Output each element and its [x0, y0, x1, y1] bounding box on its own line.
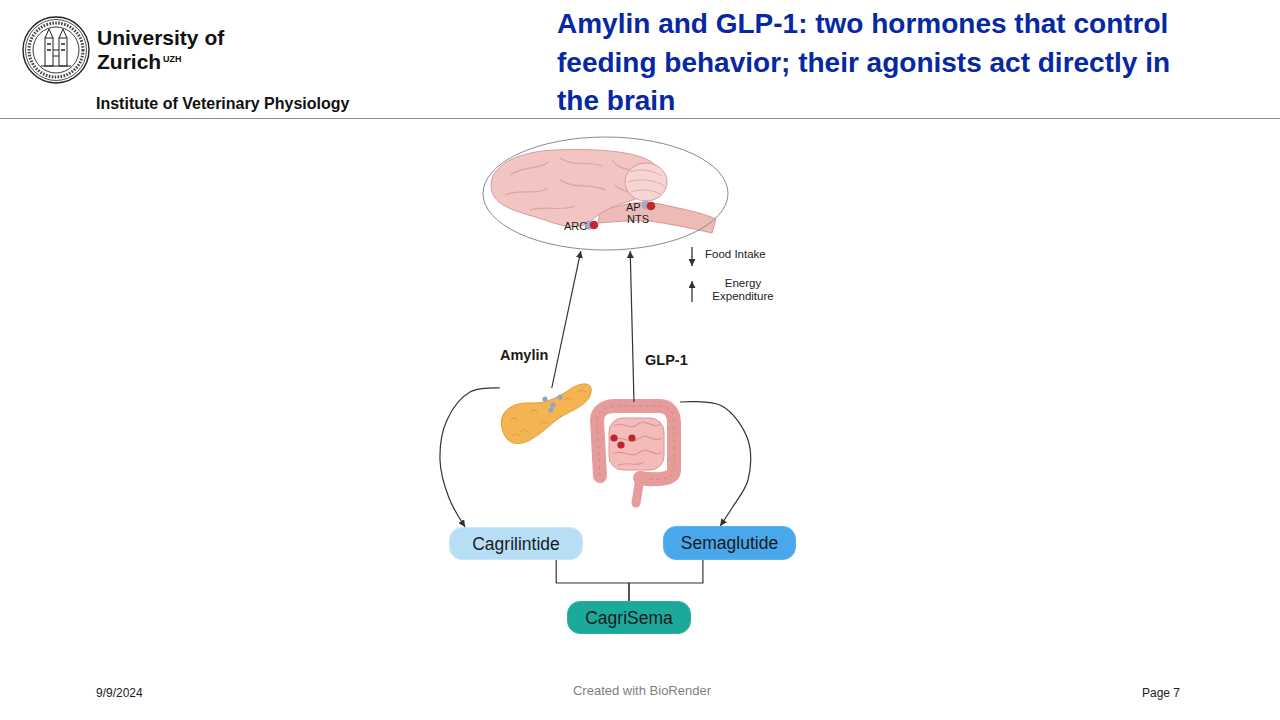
nucleus-label: AP: [626, 201, 641, 214]
flow-arrow: [680, 402, 751, 526]
slide-title: Amylin and GLP-1: two hormones that cont…: [557, 5, 1177, 121]
seal-window: [47, 44, 65, 50]
increase-arrow: [691, 281, 692, 302]
flow-arrow: [552, 251, 581, 388]
header-rule: [0, 118, 1280, 119]
seal-ring: [33, 27, 79, 73]
node-text: Cagrilintide: [472, 534, 560, 554]
node-outline: [482, 136, 729, 251]
institute-name: Institute of Veterinary Physiology: [96, 94, 349, 113]
islet: [548, 407, 553, 412]
islet: [557, 394, 562, 399]
intestine-illustration: [597, 406, 674, 503]
large-intestine: [597, 406, 674, 479]
nucleus-label: NTS: [627, 213, 649, 226]
seal-tower: [45, 38, 53, 66]
node-text: Semaglutide: [681, 533, 778, 553]
brain-illustration: [491, 150, 716, 233]
effect-label: Energy Expenditure: [704, 277, 782, 303]
intestinal-loops: [613, 422, 661, 466]
l-cell: [610, 434, 617, 441]
seal-ring: [26, 20, 87, 81]
brain-gyri: [505, 158, 645, 210]
brain-region: APNTS ARC: [482, 136, 729, 251]
hormone-label: Amylin: [500, 347, 548, 364]
haustra: [597, 406, 674, 479]
university-name: University of Zurich: [97, 26, 247, 74]
pancreas-illustration: [501, 384, 591, 444]
seal-lettering: [29, 23, 83, 77]
bracket-line: [556, 560, 629, 601]
receptor-site: [647, 202, 656, 211]
flow-arrow: [440, 388, 500, 527]
l-cell: [628, 434, 635, 441]
brainstem: [598, 202, 716, 233]
cerebellum: [625, 163, 667, 201]
effect-label: Food Intake: [705, 248, 766, 261]
islet: [542, 396, 547, 401]
seal-church: [41, 50, 71, 66]
intestine-organ: GLP-1: [588, 402, 680, 508]
rectum: [636, 478, 640, 503]
pancreas: [501, 384, 591, 444]
l-cell: [617, 441, 624, 448]
node-text: CagriSema: [585, 608, 673, 628]
footer-date: 9/9/2024: [96, 686, 143, 700]
small-intestine: [609, 418, 664, 470]
receptor-site: [590, 221, 599, 230]
hormone-label: GLP-1: [645, 352, 688, 369]
islet: [550, 402, 555, 407]
cerebellum-folia: [628, 170, 665, 195]
combination-pill: CagriSema: [567, 601, 691, 634]
drug-pill: Semaglutide: [663, 526, 796, 560]
seal-tower: [59, 38, 67, 66]
watermark: Created with BioRender: [567, 683, 717, 698]
nucleus-label: ARC: [564, 220, 587, 233]
logo-superscript: UZH: [163, 54, 182, 64]
decrease-arrow: [691, 247, 692, 266]
pancreas-organ: Amylin: [498, 388, 594, 450]
page-number: Page 7: [1142, 686, 1180, 700]
seal-roof: [45, 29, 67, 38]
brain-outline: [483, 137, 728, 250]
flow-arrow: [630, 251, 634, 402]
bracket-line: [629, 560, 703, 601]
drug-pill: Cagrilintide: [449, 527, 583, 560]
university-seal: [23, 17, 89, 83]
seal-ring: [23, 17, 89, 83]
pancreas-lobules: [510, 390, 586, 436]
